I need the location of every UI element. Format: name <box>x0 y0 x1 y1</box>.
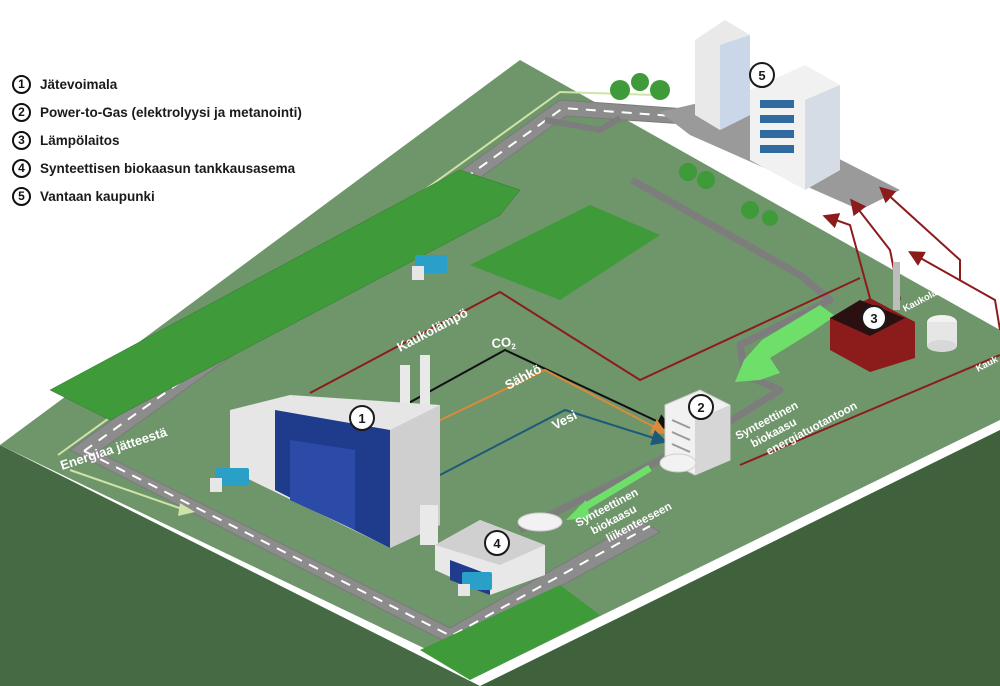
biogas-to-traffic-arrow-line <box>578 464 652 514</box>
legend-number: 5 <box>12 186 31 206</box>
legend: 1 Jätevoimala 2 Power-to-Gas (elektrolyy… <box>12 70 342 210</box>
forest-bottom <box>420 585 600 680</box>
legend-item-2: 2 Power-to-Gas (elektrolyysi ja metanoin… <box>12 98 342 126</box>
badge-3: 3 <box>861 305 887 331</box>
legend-label: Power-to-Gas (elektrolyysi ja metanointi… <box>40 104 302 120</box>
electricity-flow-line <box>429 368 668 434</box>
legend-item-1: 1 Jätevoimala <box>12 70 342 98</box>
truck-left <box>210 468 249 492</box>
road-center-dashes-lower <box>83 450 651 638</box>
city-buildings <box>695 20 840 190</box>
badge-5: 5 <box>749 62 775 88</box>
forest-middle <box>470 205 660 300</box>
biogas-to-energy-arrow <box>735 305 835 382</box>
energy-from-waste-arrow-line <box>69 469 186 511</box>
legend-item-3: 3 Lämpölaitos <box>12 126 342 154</box>
badge-4: 4 <box>484 530 510 556</box>
district-heat-to-city-4 <box>908 251 1000 331</box>
legend-label: Lämpölaitos <box>40 132 120 148</box>
svg-text:1: 1 <box>358 411 365 426</box>
legend-number: 1 <box>12 74 31 94</box>
badge-2: 2 <box>688 394 714 420</box>
badge-1: 1 <box>349 405 375 431</box>
trees-near-city <box>610 73 778 226</box>
gas-pipeline-branch <box>544 115 622 134</box>
power-to-gas-plant <box>659 389 731 476</box>
ground-side-right <box>480 430 1000 686</box>
svg-text:3: 3 <box>870 311 877 326</box>
truck-bottom <box>458 572 492 596</box>
legend-label: Vantaan kaupunki <box>40 188 155 204</box>
water-flow-line <box>439 408 668 476</box>
legend-number: 4 <box>12 158 31 178</box>
legend-item-5: 5 Vantaan kaupunki <box>12 182 342 210</box>
svg-text:2: 2 <box>697 400 704 415</box>
biogas-to-traffic-arrowhead <box>566 500 590 520</box>
forest-left <box>49 169 521 421</box>
co2-flow-line <box>404 348 673 429</box>
district-heat-to-city-3 <box>879 186 961 280</box>
legend-label: Synteettisen biokaasun tankkausasema <box>40 160 296 176</box>
truck-top <box>412 255 447 280</box>
legend-label: Jätevoimala <box>40 76 118 92</box>
legend-item-4: 4 Synteettisen biokaasun tankkausasema <box>12 154 342 182</box>
ground-side-left <box>0 445 480 686</box>
svg-text:5: 5 <box>758 68 765 83</box>
svg-text:4: 4 <box>493 536 501 551</box>
label-co2: CO2 <box>491 334 517 353</box>
waste-to-energy-plant <box>230 355 440 548</box>
district-heat-right <box>739 354 1000 466</box>
energy-from-waste-arrowhead <box>178 503 195 516</box>
district-heat-loop <box>309 277 861 394</box>
legend-number: 2 <box>12 102 31 122</box>
legend-number: 3 <box>12 130 31 150</box>
